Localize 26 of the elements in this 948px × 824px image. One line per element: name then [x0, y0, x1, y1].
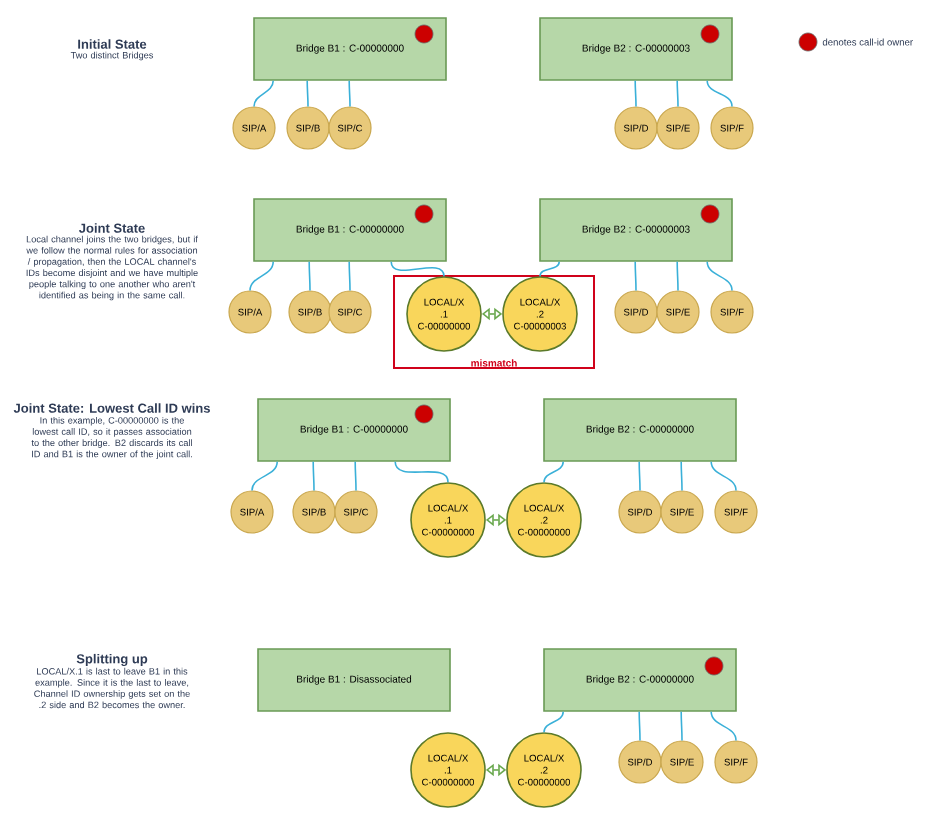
- connector-line: [251, 461, 278, 492]
- connector-line: [308, 261, 311, 292]
- connector-line: [543, 711, 564, 733]
- connector-line: [394, 461, 449, 483]
- connector-line: [539, 261, 560, 277]
- connector-line: [710, 461, 737, 492]
- connector-line: [680, 711, 683, 742]
- connector-line: [634, 261, 637, 292]
- connector-line: [676, 261, 679, 292]
- connector-line: [676, 80, 679, 108]
- connector-line: [710, 711, 737, 742]
- connector-line: [706, 80, 733, 108]
- connector-line: [348, 80, 351, 108]
- connector-line: [634, 80, 637, 108]
- connector-line: [638, 461, 641, 492]
- connector-line: [249, 261, 274, 292]
- connector-line: [312, 461, 315, 492]
- connector-line: [306, 80, 309, 108]
- connector-line: [680, 461, 683, 492]
- connector-line: [638, 711, 641, 742]
- connector-line: [253, 80, 274, 108]
- connector-line: [706, 261, 733, 292]
- connector-line: [354, 461, 357, 492]
- connector-line: [543, 461, 564, 483]
- connector-line: [348, 261, 351, 292]
- connector-line: [390, 261, 445, 277]
